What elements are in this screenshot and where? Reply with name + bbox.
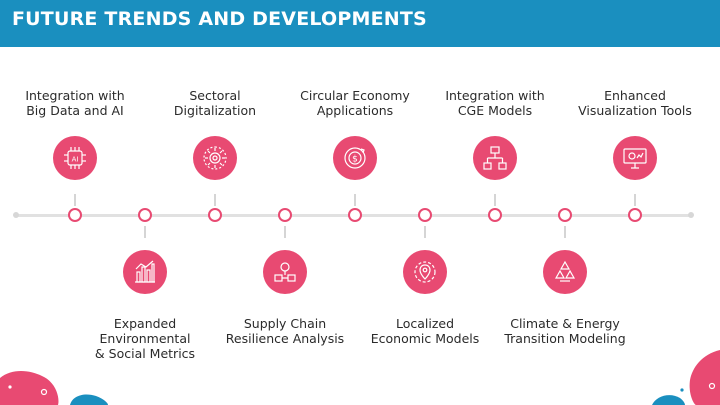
- stem-4: [284, 226, 286, 238]
- trend-label-7: Integration with CGE Models: [445, 88, 545, 118]
- stem-9: [634, 194, 636, 206]
- timeline-node-1: [68, 208, 82, 222]
- svg-text:$: $: [352, 155, 358, 165]
- flowchart-icon: [473, 136, 517, 180]
- decorative-blob-left: [0, 371, 108, 405]
- timeline-node-2: [138, 208, 152, 222]
- stem-8: [564, 226, 566, 238]
- trend-label-9: Enhanced Visualization Tools: [578, 88, 692, 118]
- decorative-blob-right: [652, 350, 720, 405]
- trend-label-2: Expanded Environmental & Social Metrics: [94, 316, 196, 361]
- stem-5: [354, 194, 356, 206]
- trend-label-4: Supply Chain Resilience Analysis: [225, 316, 345, 346]
- ai-chip-icon: AI: [53, 136, 97, 180]
- stem-7: [494, 194, 496, 206]
- stem-3: [214, 194, 216, 206]
- timeline-node-3: [208, 208, 222, 222]
- stem-6: [424, 226, 426, 238]
- svg-text:AI: AI: [72, 156, 79, 164]
- bar-chart-icon: [123, 250, 167, 294]
- stem-1: [74, 194, 76, 206]
- timeline-end-dot: [688, 212, 694, 218]
- timeline-node-7: [488, 208, 502, 222]
- timeline-node-8: [558, 208, 572, 222]
- digital-gear-icon: [193, 136, 237, 180]
- supply-chain-icon: [263, 250, 307, 294]
- timeline-node-6: [418, 208, 432, 222]
- trend-label-5: Circular Economy Applications: [300, 88, 410, 118]
- timeline-node-9: [628, 208, 642, 222]
- trend-label-3: Sectoral Digitalization: [173, 88, 257, 118]
- circular-money-icon: $: [333, 136, 377, 180]
- timeline-node-5: [348, 208, 362, 222]
- stem-2: [144, 226, 146, 238]
- timeline-start-dot: [13, 212, 19, 218]
- page-title: FUTURE TRENDS AND DEVELOPMENTS: [12, 8, 427, 30]
- local-economy-icon: [403, 250, 447, 294]
- recycle-energy-icon: [543, 250, 587, 294]
- trend-label-1: Integration with Big Data and AI: [25, 88, 125, 118]
- monitor-chart-icon: [613, 136, 657, 180]
- header-bar: FUTURE TRENDS AND DEVELOPMENTS: [0, 0, 720, 47]
- timeline-node-4: [278, 208, 292, 222]
- trend-label-8: Climate & Energy Transition Modeling: [504, 316, 626, 346]
- trend-label-6: Localized Economic Models: [370, 316, 480, 346]
